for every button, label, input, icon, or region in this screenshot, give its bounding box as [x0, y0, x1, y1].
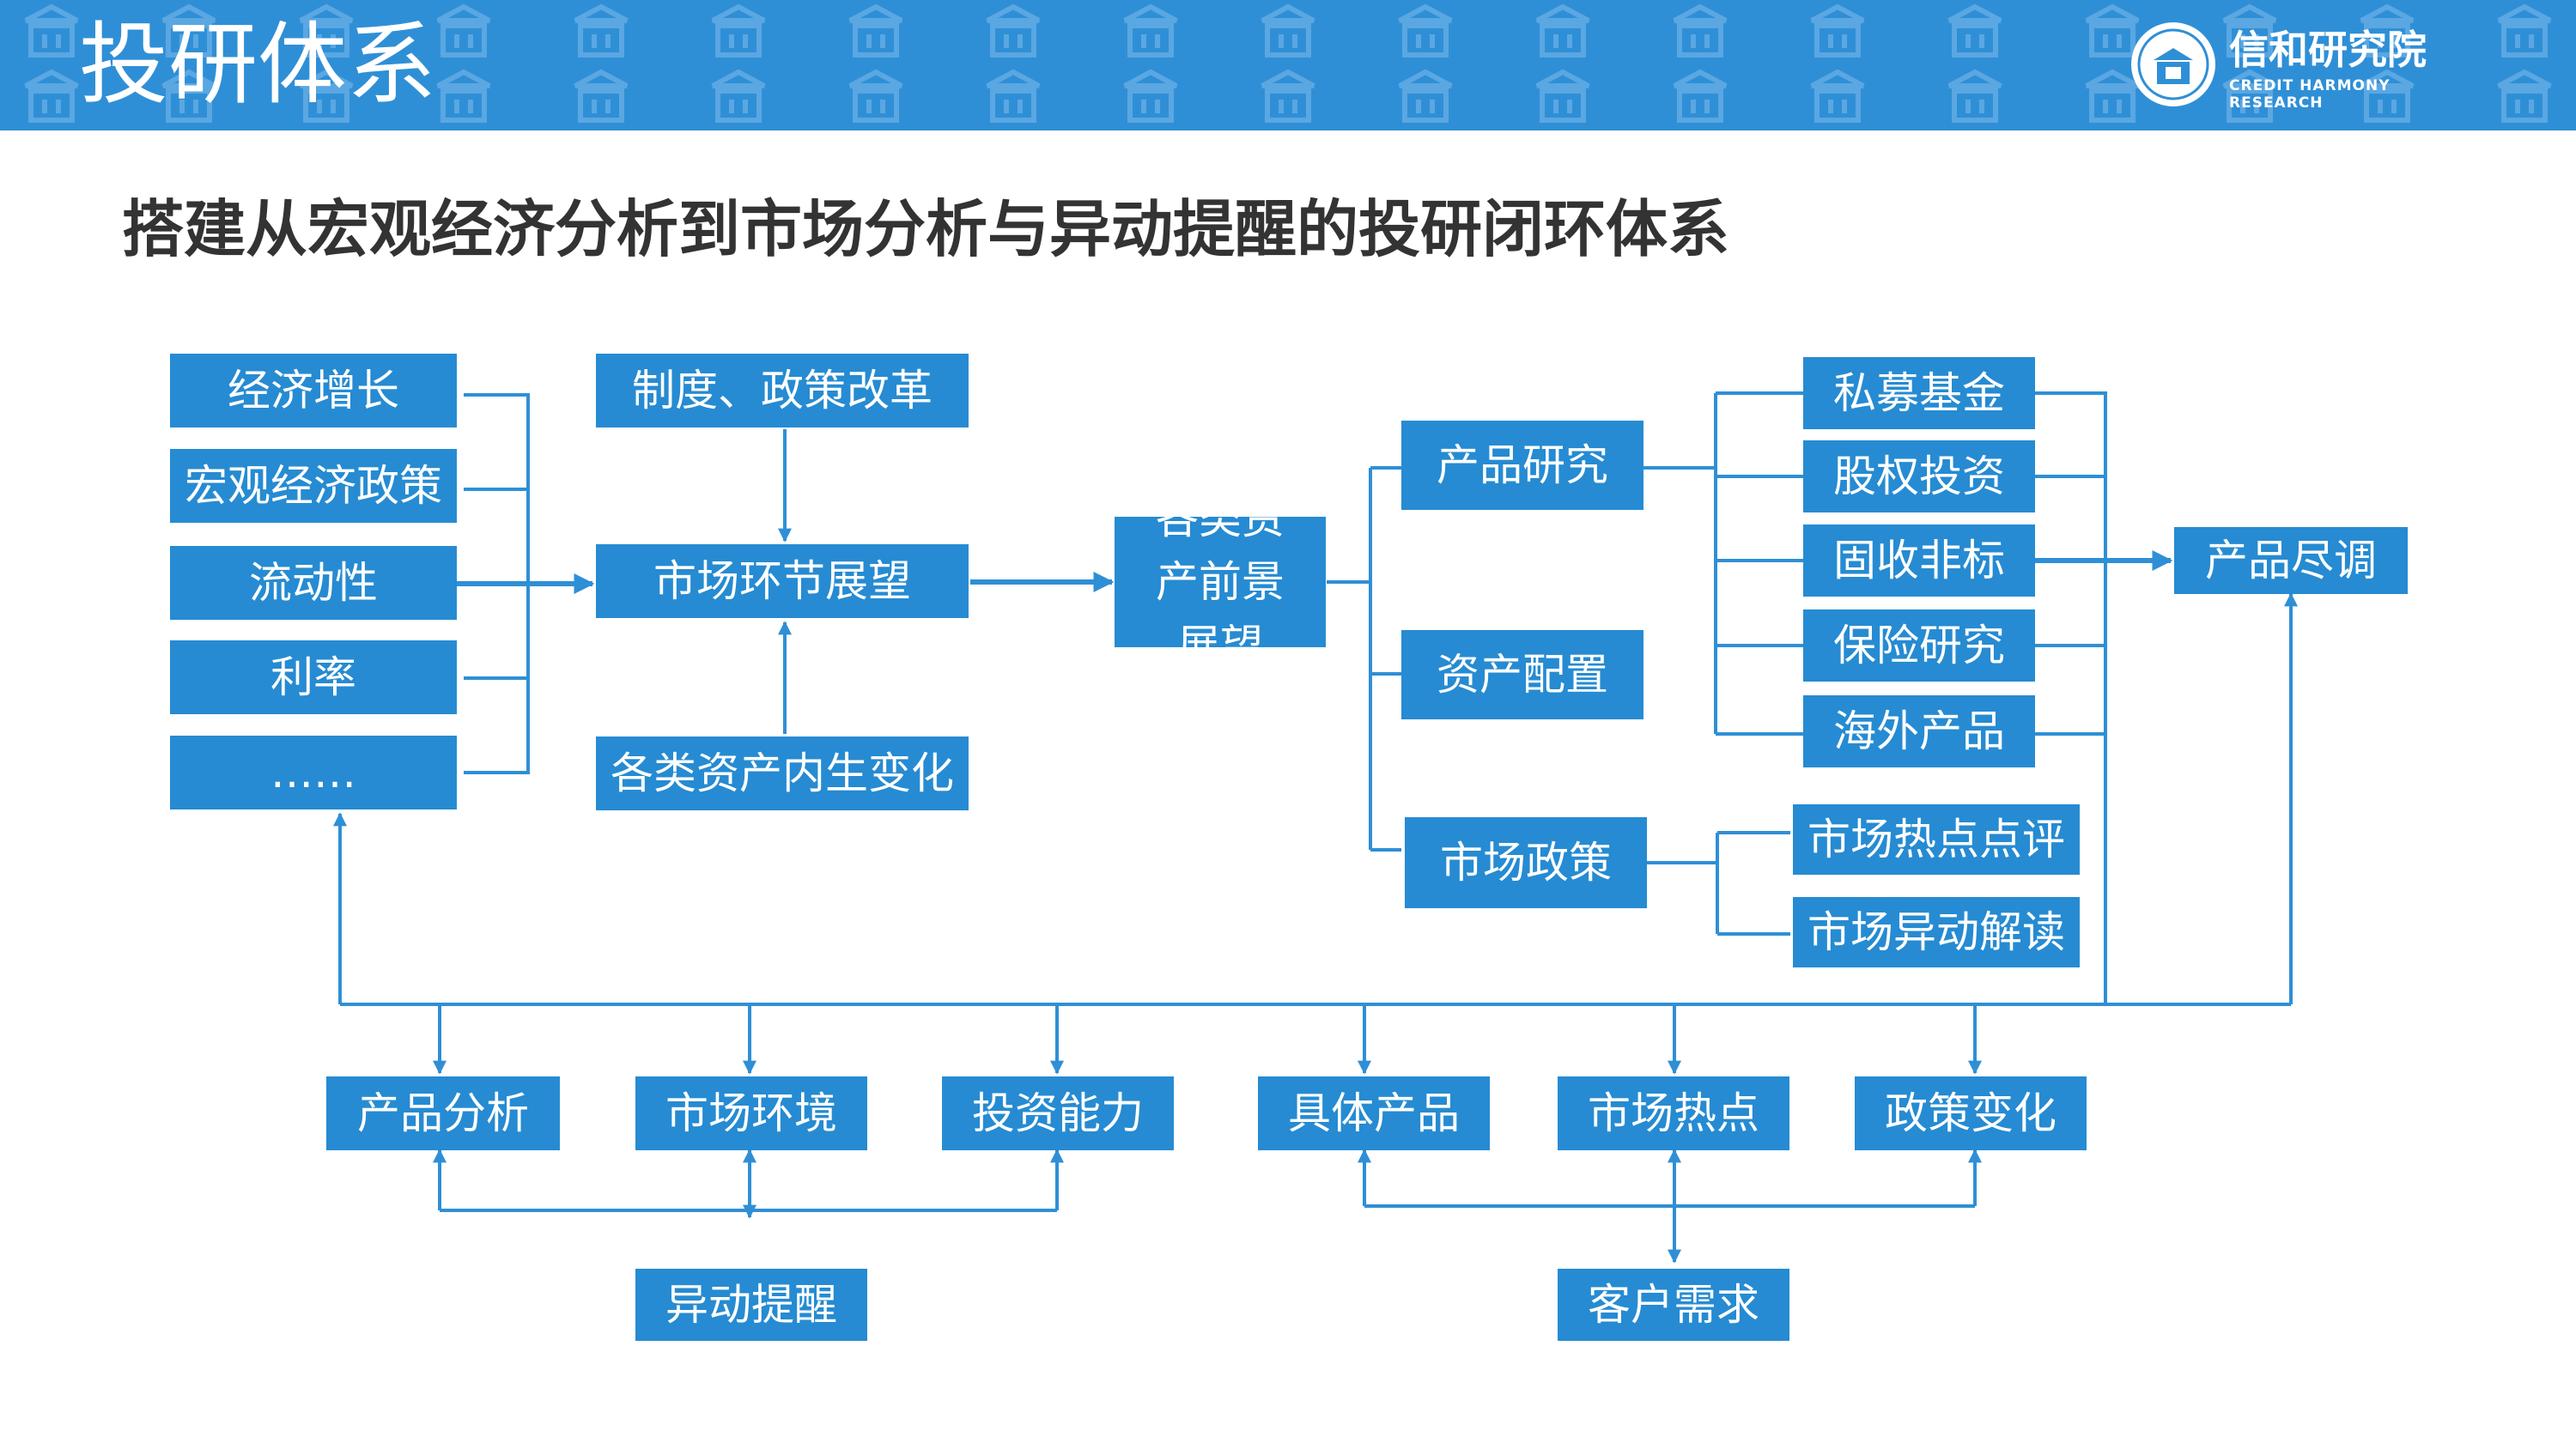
asset-allocation-box: 资产配置 — [1401, 630, 1643, 719]
feedback-box: 政策变化 — [1855, 1076, 2087, 1150]
policy-reform-box: 制度、政策改革 — [596, 354, 969, 427]
macro-input-box: …… — [170, 736, 457, 809]
feedback-box: 具体产品 — [1258, 1076, 1490, 1150]
product-type-box: 保险研究 — [1803, 609, 2035, 682]
market-policy-box: 市场政策 — [1405, 817, 1647, 908]
anomaly-alert-box: 异动提醒 — [635, 1269, 867, 1341]
market-item-box: 市场异动解读 — [1793, 897, 2080, 967]
due-diligence-box: 产品尽调 — [2174, 527, 2408, 594]
market-item-box: 市场热点点评 — [1793, 804, 2080, 875]
product-research-box: 产品研究 — [1401, 421, 1643, 510]
macro-input-box: 宏观经济政策 — [170, 449, 457, 523]
feedback-box: 市场环境 — [635, 1076, 867, 1150]
macro-input-box: 利率 — [170, 640, 457, 714]
logo-name-en: CREDIT HARMONY RESEARCH — [2229, 77, 2391, 112]
macro-input-box: 经济增长 — [170, 354, 457, 427]
feedback-box: 产品分析 — [326, 1076, 560, 1150]
feedback-box: 投资能力 — [942, 1076, 1174, 1150]
logo-seal-icon — [2131, 22, 2215, 106]
asset-internal-change-box: 各类资产内生变化 — [596, 737, 969, 810]
feedback-box: 市场热点 — [1558, 1076, 1789, 1150]
product-type-box: 私募基金 — [1803, 357, 2035, 429]
client-demand-box: 客户需求 — [1558, 1269, 1789, 1341]
product-type-box: 固收非标 — [1803, 524, 2035, 597]
logo: 信和研究院 CREDIT HARMONY RESEARCH — [2128, 19, 2454, 113]
product-type-box: 海外产品 — [1803, 695, 2035, 767]
logo-name-cn: 信和研究院 — [2229, 27, 2427, 73]
page-title: 投研体系 — [79, 12, 437, 117]
header-bar: 投研体系 信和研究院 CREDIT HARMONY RESEARCH — [0, 0, 2576, 130]
market-outlook-box: 市场环节展望 — [596, 544, 969, 618]
slide-subtitle: 搭建从宏观经济分析到市场分析与异动提醒的投研闭环体系 — [122, 193, 1730, 265]
asset-outlook-box: 各类资产前景展望 — [1115, 494, 1326, 670]
product-type-box: 股权投资 — [1803, 440, 2035, 512]
macro-input-box: 流动性 — [170, 546, 457, 620]
